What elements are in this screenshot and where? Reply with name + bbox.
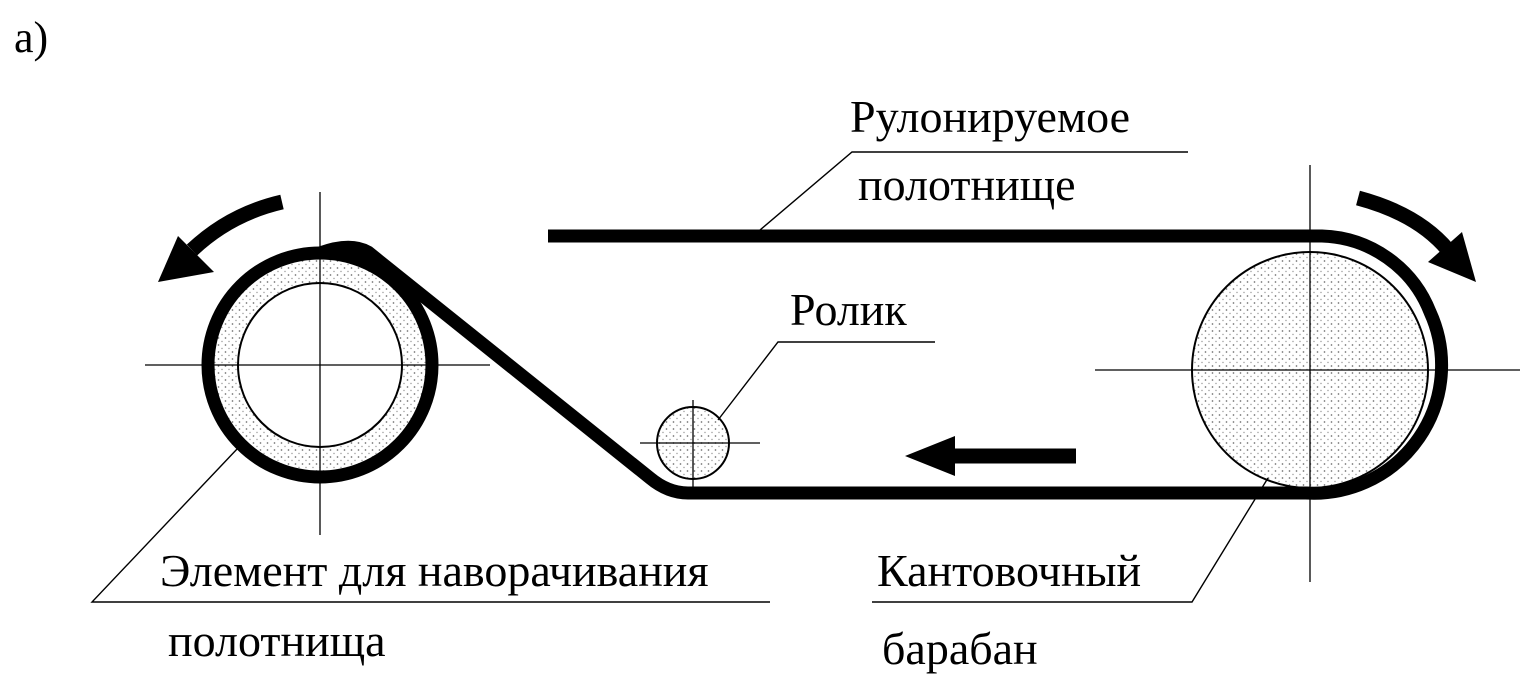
arrow-left-icon [905, 436, 1076, 476]
winding-element-label-line-1: Элемент для наворачивания [160, 545, 709, 596]
panel-label: а) [14, 13, 48, 62]
turning-drum [1095, 165, 1520, 582]
drum-label-line-2: барабан [882, 623, 1038, 674]
web-label-line-2: полотнище [858, 159, 1076, 210]
winding-element-label-line-2: полотнища [168, 615, 386, 666]
winding-element [145, 192, 490, 535]
drum-label-line-1: Кантовочный [877, 545, 1141, 596]
web-leader-line [759, 151, 1188, 231]
curved-arrow-counterclockwise-icon [158, 194, 284, 282]
drum-leader-line [872, 477, 1269, 603]
roller [640, 400, 760, 488]
web-path [317, 229, 1449, 500]
winding-element-leader-line [90, 447, 770, 603]
curved-arrow-clockwise-icon [1356, 190, 1476, 282]
web-label-line-1: Рулонируемое [850, 91, 1130, 142]
roller-label: Ролик [790, 284, 907, 335]
roller-leader-line [717, 341, 935, 421]
